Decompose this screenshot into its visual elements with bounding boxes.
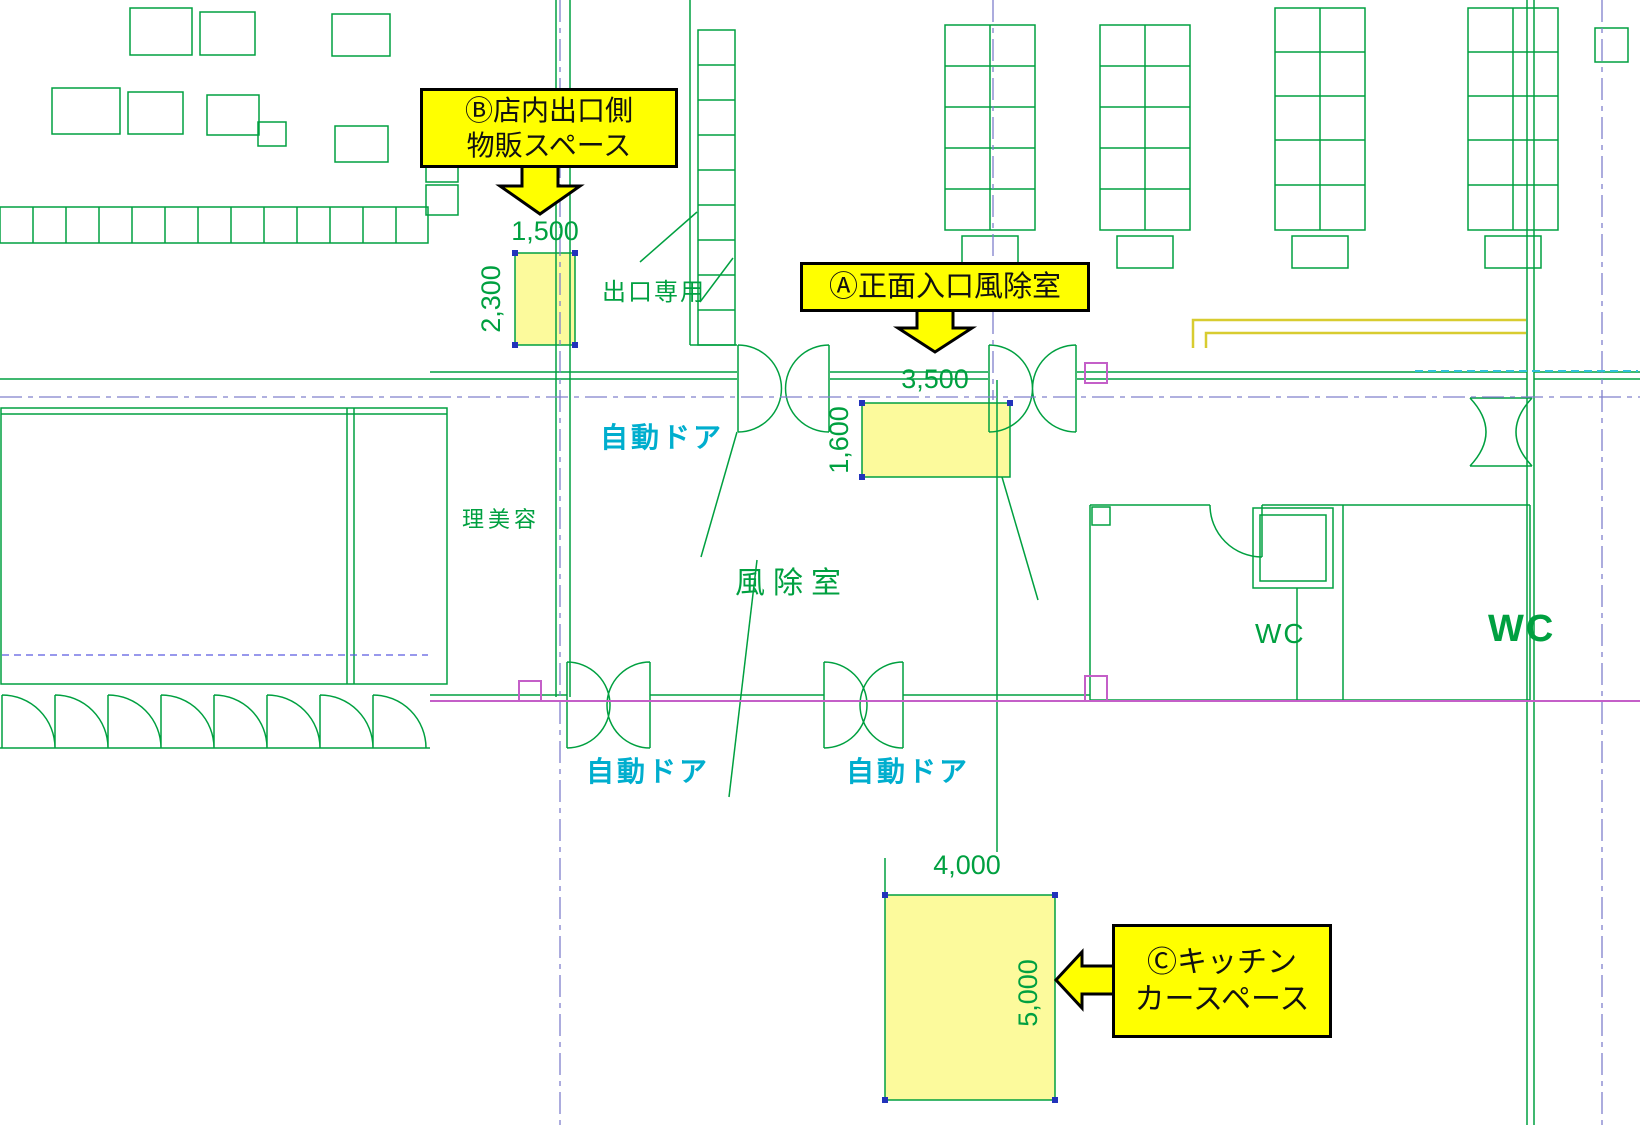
callout-space-b: Ⓑ店内出口側 物販スペース [420, 88, 678, 168]
guide-yellow-lines [1191, 318, 1526, 348]
label-wc-large: WC [1488, 608, 1556, 650]
callout-arrows [495, 164, 1116, 1012]
callout-space-c: Ⓒキッチン カースペース [1112, 924, 1332, 1038]
dim-space-a-height: 1,600 [824, 406, 854, 474]
dim-space-b-width: 1,500 [511, 216, 579, 246]
label-barber: 理美容 [462, 507, 541, 532]
label-auto-door-top: 自動ドア [600, 422, 725, 453]
dim-space-b-height: 2,300 [476, 265, 506, 333]
label-auto-door-bottom-left: 自動ドア [586, 756, 711, 787]
highlight-space-a [862, 403, 1010, 477]
callout-space-a: Ⓐ正面入口風除室 [800, 262, 1090, 312]
label-wc-small: WC [1255, 618, 1306, 649]
callout-space-b-line2: 物販スペース [466, 130, 632, 161]
highlight-space-c [885, 895, 1055, 1100]
arrow-left-icon-c [1053, 948, 1116, 1012]
callout-space-c-line1: Ⓒキッチン [1147, 945, 1297, 979]
highlight-space-b [515, 253, 575, 345]
label-auto-door-bottom-center: 自動ドア [846, 756, 971, 787]
highlight-areas [515, 253, 1055, 1100]
callout-space-b-line1: Ⓑ店内出口側 [464, 95, 633, 126]
dimension-points [512, 250, 1058, 1103]
arrow-down-icon-a [892, 308, 978, 354]
callout-space-c-line2: カースペース [1134, 983, 1310, 1016]
dim-space-c-height: 5,000 [1013, 959, 1043, 1027]
label-exit-only: 出口専用 [602, 279, 706, 306]
magenta-lines [430, 362, 1640, 702]
dim-space-c-width: 4,000 [933, 850, 1001, 880]
dim-space-a-width: 3,500 [901, 364, 969, 394]
callout-space-a-label: Ⓐ正面入口風除室 [828, 270, 1061, 303]
label-windbreak-room: 風除室 [735, 567, 849, 600]
arrow-down-icon-b [495, 164, 585, 216]
